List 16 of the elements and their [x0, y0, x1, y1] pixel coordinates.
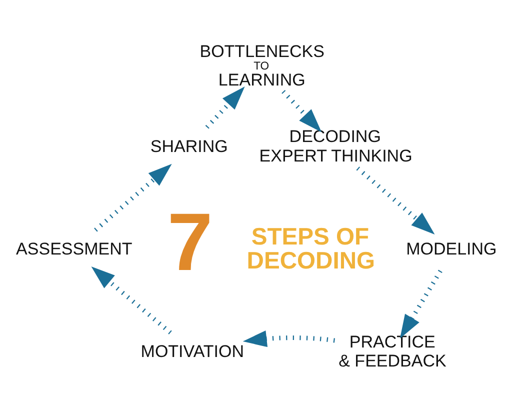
node-text: BOTTLENECKS TO LEARNING [200, 42, 324, 89]
arrow [91, 266, 172, 334]
arrow [205, 86, 245, 128]
node-text: ASSESSMENT [16, 238, 132, 258]
node-text: SHARING [150, 136, 228, 156]
node-text: PRACTICE & FEEDBACK [338, 332, 446, 370]
label: STEPS OF DECODING [246, 223, 376, 274]
node-text: DECODING EXPERT THINKING [259, 126, 412, 165]
arrow [94, 163, 172, 232]
arrow [282, 89, 322, 132]
node-text: MOTIVATION [140, 342, 244, 361]
node-text: MODELING [406, 238, 497, 258]
arrow [356, 166, 435, 234]
label: 7 [167, 196, 213, 288]
arrow [400, 269, 442, 338]
arrow [242, 330, 335, 347]
